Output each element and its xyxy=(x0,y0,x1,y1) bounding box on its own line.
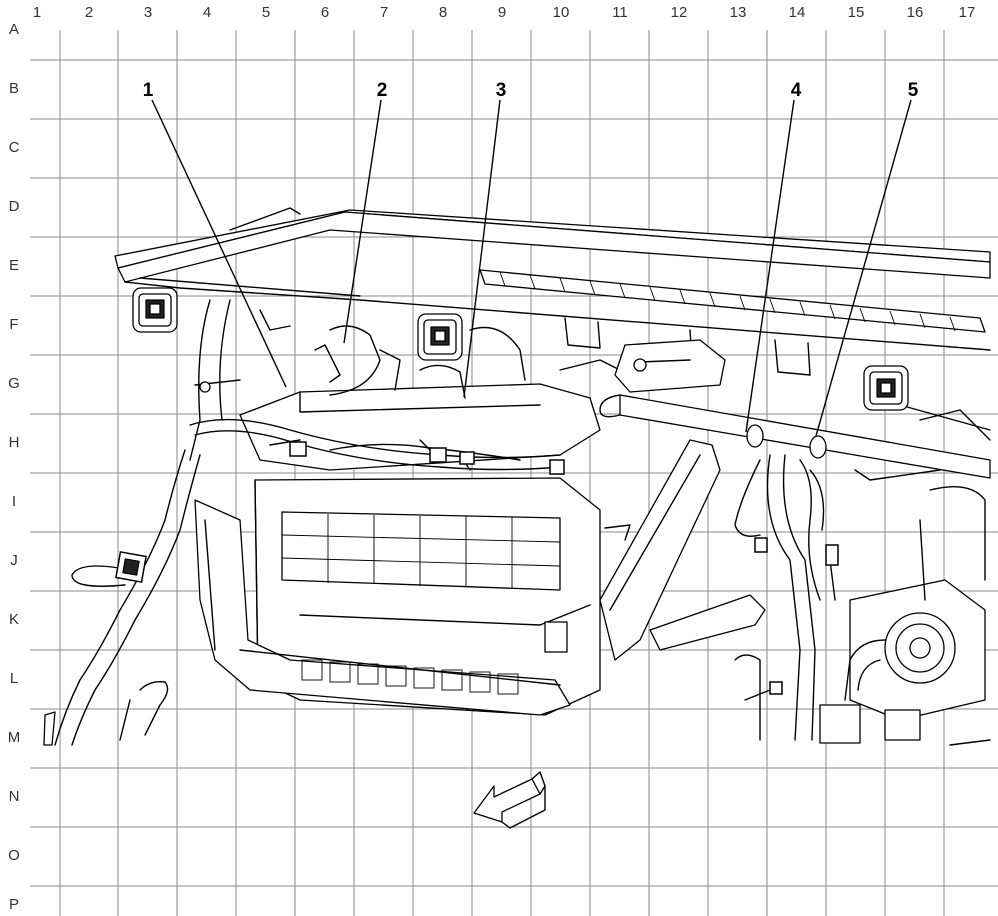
callout-leader-1 xyxy=(151,99,287,388)
grid xyxy=(30,30,998,916)
row-label: P xyxy=(9,896,19,913)
column-label: 2 xyxy=(85,4,93,21)
column-label: 4 xyxy=(203,4,211,21)
hvac-module-housing xyxy=(254,477,601,716)
row-label: H xyxy=(9,434,20,451)
column-label: 17 xyxy=(959,4,976,21)
connector-icon xyxy=(754,537,768,553)
column-label: 5 xyxy=(262,4,270,21)
column-label: 8 xyxy=(439,4,447,21)
lower-vent-slots xyxy=(301,659,519,695)
instrument-panel-illustration xyxy=(43,207,991,746)
row-label: A xyxy=(9,21,19,38)
electrical-connector-icon xyxy=(863,365,909,411)
defroster-vent xyxy=(479,269,986,333)
row-label: L xyxy=(10,670,18,687)
row-labels: A B C D E F G H I J K L M N O P xyxy=(8,21,21,913)
row-label: J xyxy=(10,552,18,569)
callout-leader-2 xyxy=(343,99,382,344)
row-label: B xyxy=(9,80,19,97)
row-label: E xyxy=(9,257,19,274)
callout-leader-3 xyxy=(463,99,501,398)
row-label: K xyxy=(9,611,19,628)
callout-leader-5 xyxy=(815,99,912,437)
direction-arrow-icon xyxy=(473,771,546,829)
callout-4: 4 xyxy=(791,80,802,101)
column-label: 1 xyxy=(33,4,41,21)
callout-leader-4 xyxy=(745,99,795,433)
row-label: M xyxy=(8,729,21,746)
row-label: O xyxy=(8,847,20,864)
column-label: 10 xyxy=(553,4,570,21)
column-label: 7 xyxy=(380,4,388,21)
column-label: 9 xyxy=(498,4,506,21)
column-label: 12 xyxy=(671,4,688,21)
callout-2: 2 xyxy=(377,80,388,101)
blower-motor xyxy=(844,579,986,721)
electrical-connector-icon xyxy=(417,313,463,361)
connector-icon xyxy=(289,441,307,457)
column-label: 14 xyxy=(789,4,806,21)
column-label: 13 xyxy=(730,4,747,21)
callout-leaders xyxy=(151,99,912,437)
row-label: G xyxy=(8,375,20,392)
column-label: 16 xyxy=(907,4,924,21)
callout-5: 5 xyxy=(908,80,919,101)
column-label: 15 xyxy=(848,4,865,21)
row-label: C xyxy=(9,139,20,156)
electrical-connector-icon xyxy=(132,287,178,333)
column-label: 3 xyxy=(144,4,152,21)
row-label: F xyxy=(9,316,18,333)
connector-icon xyxy=(769,681,783,695)
harness-connectors xyxy=(115,441,839,695)
row-label: D xyxy=(9,198,20,215)
connector-icon xyxy=(429,447,447,463)
column-label: 6 xyxy=(321,4,329,21)
callout-3: 3 xyxy=(496,80,507,101)
column-labels: 1 2 3 4 5 6 7 8 9 10 11 12 13 14 15 16 1… xyxy=(33,4,976,21)
row-label: I xyxy=(12,493,16,510)
connector-icon xyxy=(825,544,839,566)
callout-1: 1 xyxy=(143,80,154,101)
connector-icon xyxy=(459,451,475,465)
column-label: 11 xyxy=(612,4,628,21)
callout-numbers: 1 2 3 4 5 xyxy=(143,80,919,101)
connector-icon xyxy=(549,459,565,475)
row-label: N xyxy=(9,788,20,805)
wiring-harness xyxy=(54,418,836,746)
